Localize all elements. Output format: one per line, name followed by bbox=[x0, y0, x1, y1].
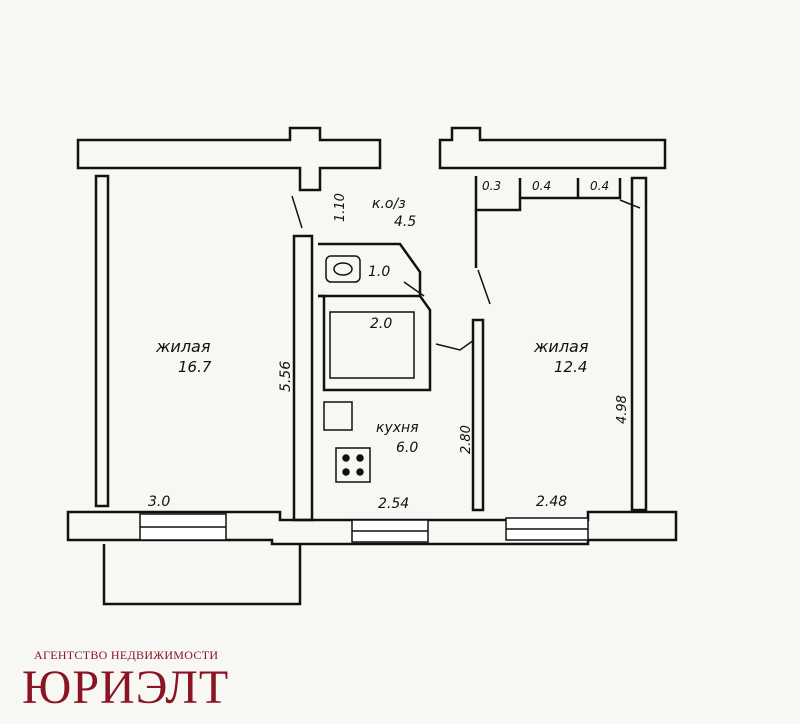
closet-3: 0.4 bbox=[590, 179, 609, 193]
corridor-dim: 1.10 bbox=[333, 193, 348, 222]
kitchen-height: 2.80 bbox=[459, 425, 474, 454]
corridor-name: к.о/з bbox=[372, 196, 406, 212]
living-left-height: 5.56 bbox=[278, 361, 294, 392]
living-left-area: 16.7 bbox=[178, 358, 212, 376]
living-left-width: 3.0 bbox=[148, 494, 170, 510]
bath-area: 2.0 bbox=[370, 316, 392, 332]
doors bbox=[291, 195, 641, 351]
living-left-name: жилая bbox=[155, 337, 211, 356]
closet-2: 0.4 bbox=[532, 179, 551, 193]
sink-fixture bbox=[323, 401, 353, 431]
toilet-area: 1.0 bbox=[368, 264, 390, 280]
bathtub-fixture bbox=[329, 311, 415, 379]
brand-logo-text: ЮРИЭЛТ bbox=[22, 661, 230, 714]
walls bbox=[66, 126, 678, 606]
windows bbox=[139, 513, 589, 543]
toilet-fixture bbox=[325, 255, 361, 283]
agency-caption: АГЕНТСТВО НЕДВИЖИМОСТИ bbox=[34, 648, 219, 662]
living-right-width: 2.48 bbox=[536, 494, 567, 510]
kitchen-width: 2.54 bbox=[378, 496, 409, 512]
closet-1: 0.3 bbox=[482, 179, 501, 193]
kitchen-area: 6.0 bbox=[396, 440, 418, 456]
living-right-name: жилая bbox=[533, 337, 589, 356]
fixtures bbox=[323, 255, 415, 483]
living-right-height: 4.98 bbox=[615, 395, 630, 424]
living-right-area: 12.4 bbox=[554, 358, 587, 376]
stove-fixture bbox=[335, 447, 371, 483]
kitchen-name: кухня bbox=[376, 420, 419, 436]
room-labels: жилая 16.7 5.56 3.0 к.о/з 4.5 1.10 1.0 2… bbox=[148, 179, 630, 512]
corridor-area: 4.5 bbox=[394, 214, 416, 230]
